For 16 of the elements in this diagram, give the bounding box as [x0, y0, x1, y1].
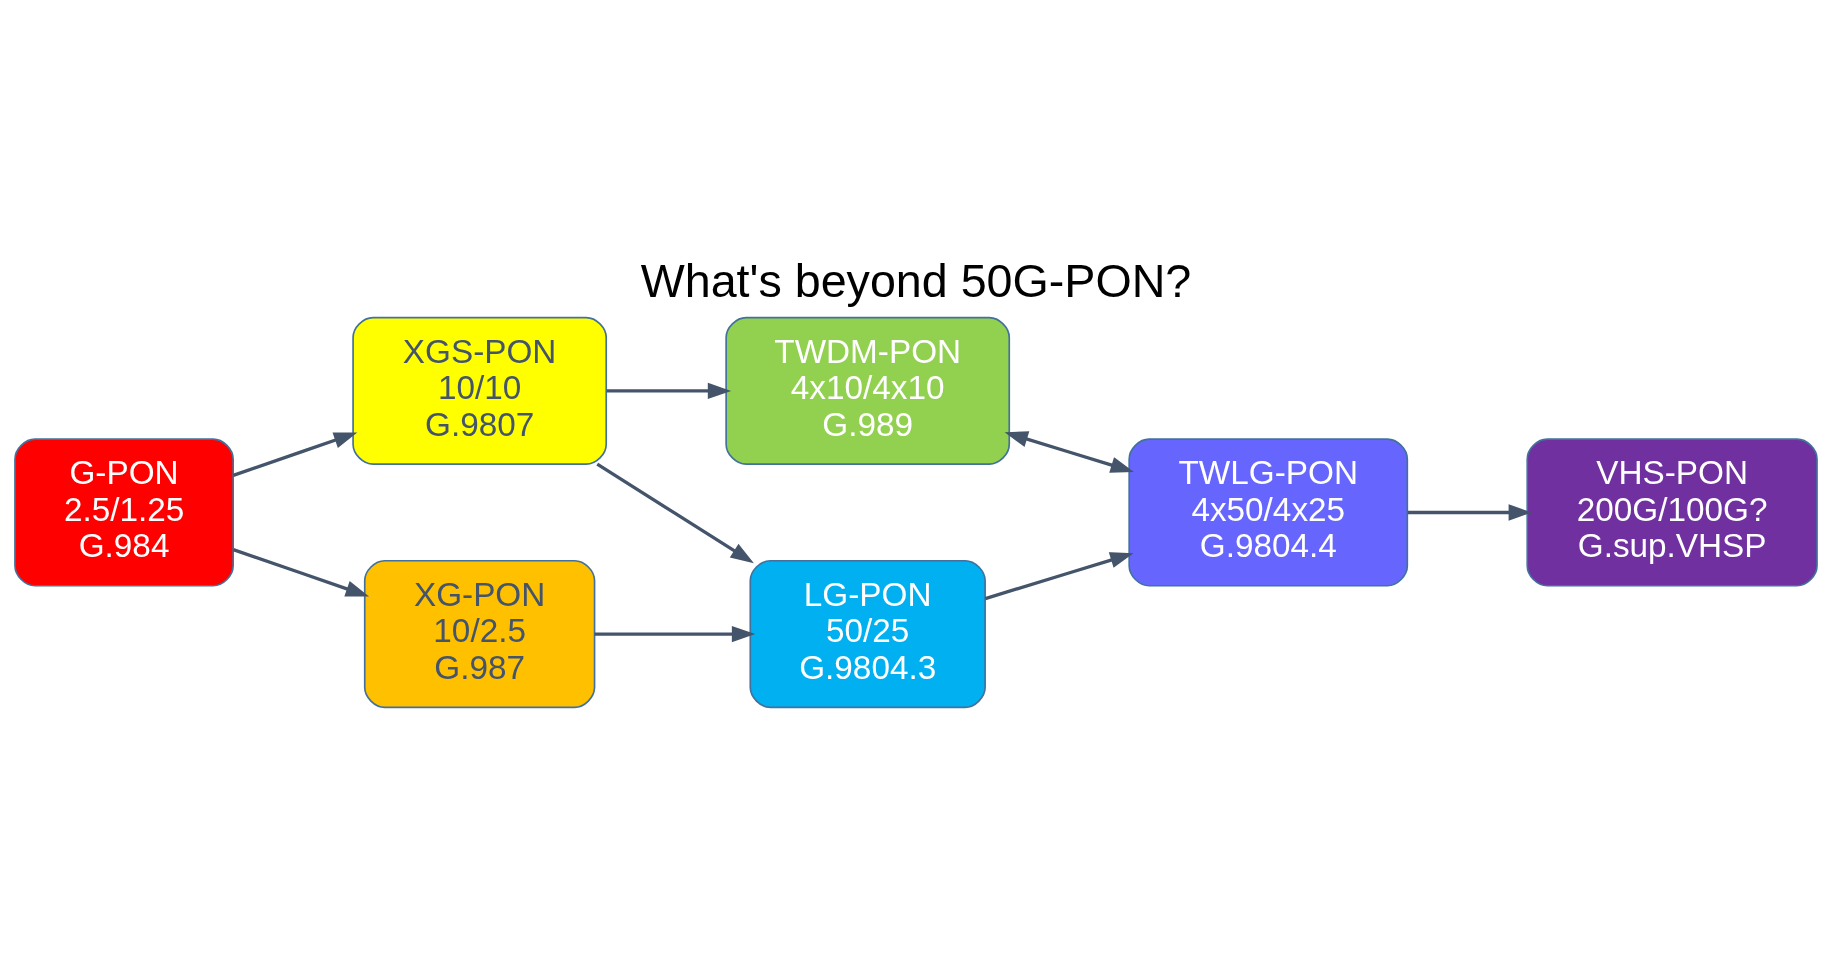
- node-box: XG-PON 10/2.5 G.987: [363, 559, 596, 708]
- node-box: G-PON 2.5/1.25 G.984: [14, 437, 234, 587]
- node-box: TWLG-PON 4x50/4x25 G.9804.4: [1128, 437, 1409, 587]
- arrow: [1407, 503, 1532, 521]
- node-box: TWDM-PON 4x10/4x10 G.989: [725, 316, 1011, 465]
- arrow: [232, 547, 370, 597]
- arrow: [596, 462, 754, 563]
- diagram-title: What's beyond 50G-PON?: [640, 254, 1192, 307]
- arrow: [984, 551, 1134, 600]
- node-box: LG-PON 50/25 G.9804.3: [749, 559, 986, 708]
- arrow: [1004, 430, 1134, 473]
- arrow: [594, 625, 756, 642]
- arrow: [232, 431, 358, 477]
- node-box: XGS-PON 10/10 G.9807: [352, 316, 608, 465]
- node-box: VHS-PON 200G/100G? G.sup.VHSP: [1526, 437, 1818, 587]
- arrow: [606, 382, 732, 399]
